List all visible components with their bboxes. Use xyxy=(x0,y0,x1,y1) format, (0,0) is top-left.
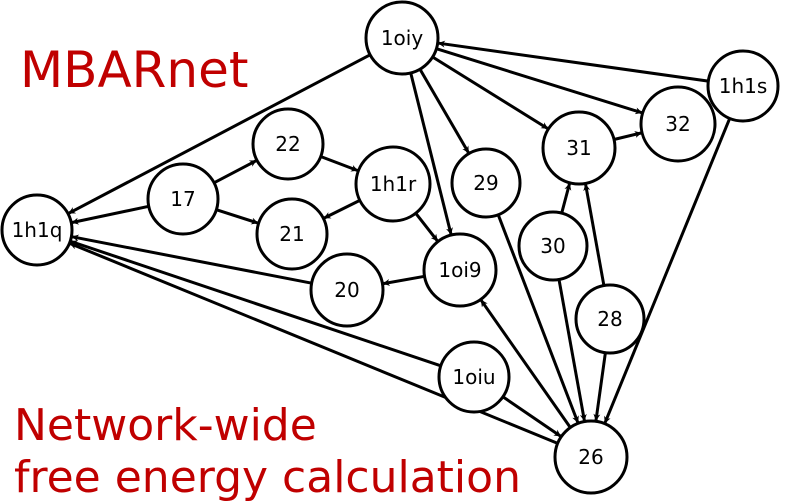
node-circle xyxy=(422,232,498,308)
edge-17-to-21 xyxy=(215,208,259,225)
node-circle xyxy=(437,340,511,414)
node-label: 1h1s xyxy=(719,74,768,98)
node-label: 1h1q xyxy=(12,218,63,242)
node-1oi9: 1oi9 xyxy=(422,232,498,308)
edge-1oiy-to-32 xyxy=(435,47,643,115)
node-circle xyxy=(0,193,74,267)
node-20: 20 xyxy=(309,252,385,328)
node-1oiy: 1oiy xyxy=(364,0,440,76)
edge-31-to-32 xyxy=(613,131,642,141)
node-label: 26 xyxy=(578,445,603,469)
edge-1h1s-to-26 xyxy=(603,117,732,424)
node-32: 32 xyxy=(639,85,717,163)
edge-26-to-1oi9 xyxy=(479,299,572,429)
node-circle xyxy=(146,162,220,236)
node-17: 17 xyxy=(146,162,220,236)
edge-1oiy-to-1oi9 xyxy=(409,72,453,235)
node-26: 26 xyxy=(553,419,629,495)
edge-1oiu-to-1h1q xyxy=(70,240,442,368)
node-circle xyxy=(354,145,432,223)
edge-1h1s-to-1oiy xyxy=(437,40,709,83)
node-circle xyxy=(255,197,329,271)
node-31: 31 xyxy=(541,110,617,186)
node-circle xyxy=(364,0,440,76)
node-label: 21 xyxy=(279,222,304,246)
subtitle-line-1: Network-wide xyxy=(14,400,317,451)
node-30: 30 xyxy=(517,210,589,282)
node-circle xyxy=(639,85,717,163)
edges-layer xyxy=(68,40,732,445)
edge-17-to-1h1q xyxy=(71,204,150,225)
edge-30-to-31 xyxy=(560,183,572,214)
node-1h1r: 1h1r xyxy=(354,145,432,223)
edge-22-to-1h1r xyxy=(320,155,359,172)
node-1h1q: 1h1q xyxy=(0,193,74,267)
node-label: 1h1r xyxy=(370,172,417,196)
node-label: 29 xyxy=(473,171,498,195)
node-circle xyxy=(706,49,780,123)
node-circle xyxy=(553,419,629,495)
node-label: 28 xyxy=(597,307,622,331)
node-circle xyxy=(251,107,325,181)
node-21: 21 xyxy=(255,197,329,271)
node-label: 22 xyxy=(275,132,300,156)
title: MBARnet xyxy=(20,41,248,99)
node-label: 1oiy xyxy=(381,26,424,50)
node-circle xyxy=(574,283,646,355)
subtitle-line-2: free energy calculation xyxy=(14,452,521,503)
edge-28-to-26 xyxy=(593,352,607,421)
node-label: 1oi9 xyxy=(438,258,481,282)
node-label: 17 xyxy=(170,187,195,211)
node-label: 32 xyxy=(665,112,690,136)
node-1oiu: 1oiu xyxy=(437,340,511,414)
edge-1oiy-to-31 xyxy=(431,55,549,130)
edge-17-to-22 xyxy=(213,159,257,185)
edge-29-to-26 xyxy=(496,214,580,424)
node-label: 1oiu xyxy=(452,365,495,389)
nodes-layer: 1oiy 1h1s 32 31 22 17 1h1r 29 1h1q 21 30 1oi9 20 28 1o… xyxy=(0,0,780,495)
edge-1oiy-to-29 xyxy=(418,68,470,154)
edge-1oi9-to-20 xyxy=(382,274,425,286)
node-circle xyxy=(517,210,589,282)
node-label: 31 xyxy=(566,136,591,160)
edge-20-to-1h1q xyxy=(71,234,312,285)
node-circle xyxy=(450,147,522,219)
node-1h1s: 1h1s xyxy=(706,49,780,123)
edge-1h1r-to-1oi9 xyxy=(414,212,439,242)
node-circle xyxy=(541,110,617,186)
edge-30-to-26 xyxy=(557,279,587,422)
node-label: 20 xyxy=(334,278,359,302)
edge-1h1r-to-21 xyxy=(323,199,361,220)
edge-1oiy-to-1h1q xyxy=(68,53,371,215)
node-circle xyxy=(309,252,385,328)
edge-28-to-31 xyxy=(583,183,606,286)
node-22: 22 xyxy=(251,107,325,181)
node-label: 30 xyxy=(540,234,565,258)
node-28: 28 xyxy=(574,283,646,355)
node-29: 29 xyxy=(450,147,522,219)
edge-1oiu-to-26 xyxy=(502,395,562,438)
